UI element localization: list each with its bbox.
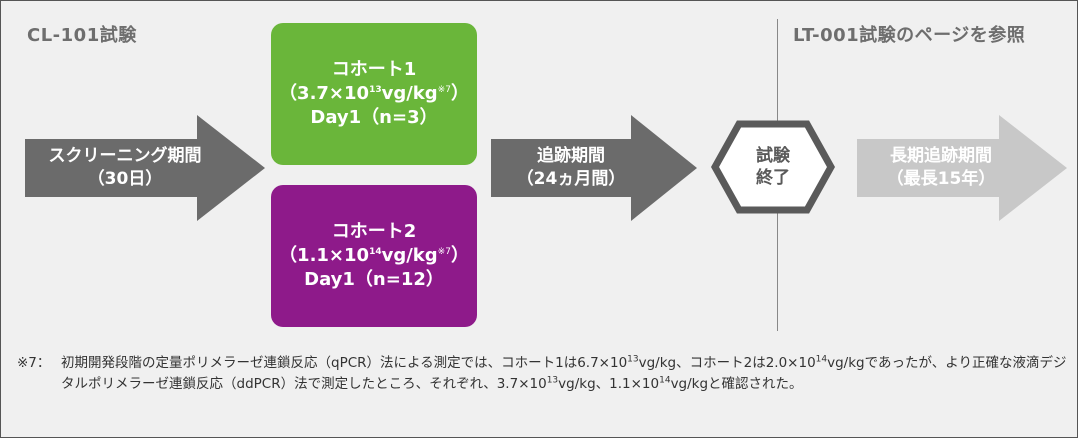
cl101-study-title: CL-101試験 [27, 25, 137, 46]
screening-arrow-shape [25, 115, 265, 221]
cohort1-title: コホート1 [331, 58, 417, 80]
study-end-line1: 試験 [756, 145, 790, 166]
longterm-followup-arrow: 長期追跡期間 （最長15年） [857, 115, 1067, 221]
lt001-study-link-title: LT-001試験のページを参照 [793, 25, 1026, 46]
study-end-line2: 終了 [756, 168, 790, 188]
study-end-label: 試験 終了 [709, 119, 837, 215]
footnote-mark: ※7： [17, 355, 51, 371]
footnote: ※7： 初期開発段階の定量ポリメラーゼ連鎖反応（qPCR）法による測定では、コホ… [17, 353, 1067, 395]
cohort1-dose: （3.7×1013vg/kg※7） [279, 82, 469, 104]
cohort1-day: Day1（n=3） [310, 107, 438, 129]
screening-duration: （30日） [87, 169, 163, 189]
screening-period-arrow: スクリーニング期間 （30日） [25, 115, 265, 221]
footnote-text: 初期開発段階の定量ポリメラーゼ連鎖反応（qPCR）法による測定では、コホート1は… [61, 354, 1067, 392]
longterm-arrow-shape [857, 115, 1067, 221]
followup-duration: （24ヵ月間） [516, 169, 626, 189]
followup-label: 追跡期間 [537, 146, 605, 167]
screening-label: スクリーニング期間 [48, 146, 202, 167]
cohort1-box: コホート1 （3.7×1013vg/kg※7） Day1（n=3） [271, 23, 477, 165]
longterm-duration: （最長15年） [886, 169, 996, 189]
followup-period-arrow: 追跡期間 （24ヵ月間） [491, 115, 697, 221]
cohort2-dose: （1.1×1014vg/kg※7） [279, 244, 469, 266]
cohort2-title: コホート2 [331, 220, 417, 242]
cohort2-box: コホート2 （1.1×1014vg/kg※7） Day1（n=12） [271, 185, 477, 327]
cohort2-day: Day1（n=12） [304, 269, 444, 291]
study-end-hexagon [710, 120, 836, 214]
longterm-label: 長期追跡期間 [890, 146, 992, 167]
followup-arrow-shape [491, 115, 697, 221]
